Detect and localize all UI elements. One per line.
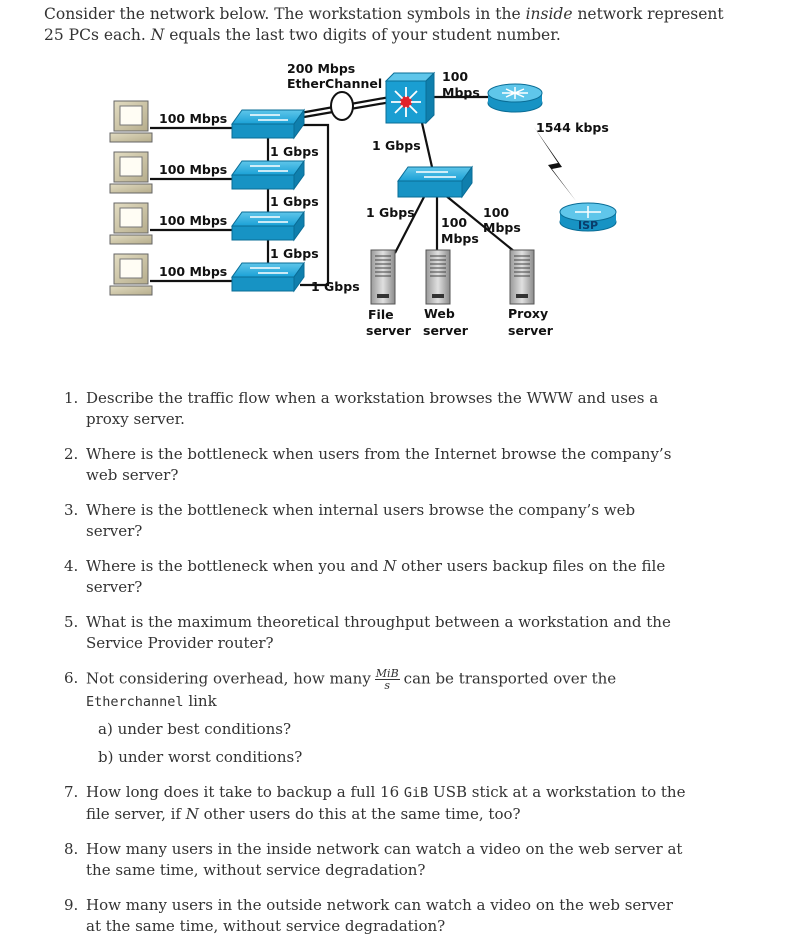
- question-7: 7. How long does it take to backup a ful…: [64, 782, 689, 825]
- question-8: 8. How many users in the inside network …: [64, 839, 689, 881]
- bottom-link-label: 1 Gbps: [311, 279, 360, 294]
- web-link-label: 100: [441, 215, 467, 230]
- proxy-server-label: Proxy: [508, 306, 548, 321]
- router-icon: [487, 83, 543, 113]
- question-3: 3. Where is the bottleneck when internal…: [64, 500, 689, 542]
- router-link-speed-label: 100: [442, 69, 468, 84]
- stack-link-label: 1 Gbps: [270, 144, 319, 159]
- question-text: other users do this at the same time, to…: [198, 805, 521, 823]
- question-text: Not considering overhead, how many: [86, 669, 371, 688]
- router-link-speed-unit: Mbps: [442, 85, 480, 100]
- etherchannel-label: EtherChannel: [287, 76, 382, 91]
- proxy-server-icon: [509, 249, 535, 305]
- pc-link-label: 100 Mbps: [159, 213, 227, 228]
- question-text: How many users in the outside network ca…: [86, 896, 673, 935]
- isp-router-icon: [559, 202, 617, 232]
- question-4: 4. Where is the bottleneck when you and …: [64, 556, 689, 598]
- question-number: 2.: [64, 445, 79, 463]
- wan-speed-label: 1544 kbps: [536, 120, 609, 135]
- proxy-link-unit: Mbps: [483, 220, 521, 235]
- sub-question-b: b) under worst conditions?: [98, 748, 303, 766]
- network-diagram: ISP 200 Mbps EtherChannel 100 Mbps 1544 …: [109, 61, 617, 338]
- intro-text: Consider the network below. The workstat…: [44, 5, 526, 23]
- intro-paragraph: Consider the network below. The workstat…: [44, 4, 744, 46]
- question-text: Describe the traffic flow when a worksta…: [86, 389, 659, 428]
- question-1: 1. Describe the traffic flow when a work…: [64, 388, 689, 430]
- question-text: How long does it take to backup a full 1…: [86, 783, 404, 801]
- file-server-label: File: [368, 307, 394, 322]
- question-text: can be transported over the: [403, 669, 617, 688]
- access-switch-icon: [231, 210, 305, 242]
- proxy-server-label: server: [508, 323, 554, 338]
- web-server-icon: [425, 249, 451, 305]
- sub-question-a: a) under best conditions?: [98, 720, 292, 738]
- intro-text: equals the last two digits of your stude…: [164, 26, 561, 44]
- variable-n: N: [185, 805, 199, 823]
- question-text: Where is the bottleneck when you and: [86, 557, 384, 575]
- question-list: 1. Describe the traffic flow when a work…: [64, 388, 689, 951]
- server-switch-icon: [397, 165, 473, 199]
- file-server-label: server: [366, 323, 412, 338]
- web-server-label: Web: [424, 306, 455, 321]
- question-9: 9. How many users in the outside network…: [64, 895, 689, 937]
- wan-serial-link-icon: [534, 127, 576, 201]
- fraction-numerator: MiB: [374, 667, 400, 680]
- question-2: 2. Where is the bottleneck when users fr…: [64, 444, 689, 486]
- code-term: Etherchannel: [86, 694, 184, 710]
- question-text: link: [183, 692, 217, 710]
- workstation-icon: [109, 202, 153, 245]
- question-number: 8.: [64, 840, 79, 858]
- question-number: 7.: [64, 783, 79, 801]
- question-number: 5.: [64, 613, 79, 631]
- question-text: What is the maximum theoretical throughp…: [86, 613, 671, 652]
- intro-text: 25 PCs each.: [44, 26, 151, 44]
- workstation-icon: [109, 253, 153, 296]
- question-number: 3.: [64, 501, 79, 519]
- access-switch-icon: [231, 108, 305, 140]
- variable-n: N: [383, 557, 397, 575]
- pc-link-label: 100 Mbps: [159, 264, 227, 279]
- question-text: Where is the bottleneck when users from …: [86, 445, 672, 484]
- code-term: GiB: [403, 785, 429, 801]
- intro-emphasis: inside: [525, 5, 573, 23]
- web-link-unit: Mbps: [441, 231, 479, 246]
- intro-text: network represent: [572, 5, 724, 23]
- etherchannel-speed-label: 200 Mbps: [287, 61, 355, 76]
- access-switch-icon: [231, 261, 305, 293]
- isp-label: ISP: [578, 219, 598, 232]
- question-number: 9.: [64, 896, 79, 914]
- question-text: How many users in the inside network can…: [86, 840, 683, 879]
- access-switch-icon: [231, 159, 305, 191]
- proxy-link-label: 100: [483, 205, 509, 220]
- web-server-label: server: [423, 323, 469, 338]
- question-text: USB stick at a workstation to the file s…: [86, 783, 686, 823]
- fraction-denominator: s: [384, 679, 391, 692]
- question-number: 6.: [64, 669, 79, 687]
- question-5: 5. What is the maximum theoretical throu…: [64, 612, 689, 654]
- sub-questions: a) under best conditions? b) under worst…: [86, 719, 689, 768]
- pc-link-label: 100 Mbps: [159, 111, 227, 126]
- etherchannel-bundle-icon: [330, 91, 354, 121]
- file-server-icon: [370, 249, 396, 305]
- question-number: 1.: [64, 389, 79, 407]
- stack-link-label: 1 Gbps: [270, 194, 319, 209]
- intro-variable-n: N: [150, 26, 165, 44]
- stack-link-label: 1 Gbps: [270, 246, 319, 261]
- question-text: Where is the bottleneck when internal us…: [86, 501, 636, 540]
- question-number: 4.: [64, 557, 79, 575]
- workstation-icon: [109, 100, 153, 143]
- file-link-label: 1 Gbps: [366, 205, 415, 220]
- core-multilayer-switch-icon: [384, 71, 436, 125]
- question-text: other users backup files on the file ser…: [86, 557, 666, 596]
- pc-link-label: 100 Mbps: [159, 162, 227, 177]
- core-uplink-label: 1 Gbps: [372, 138, 421, 153]
- workstation-icon: [109, 151, 153, 194]
